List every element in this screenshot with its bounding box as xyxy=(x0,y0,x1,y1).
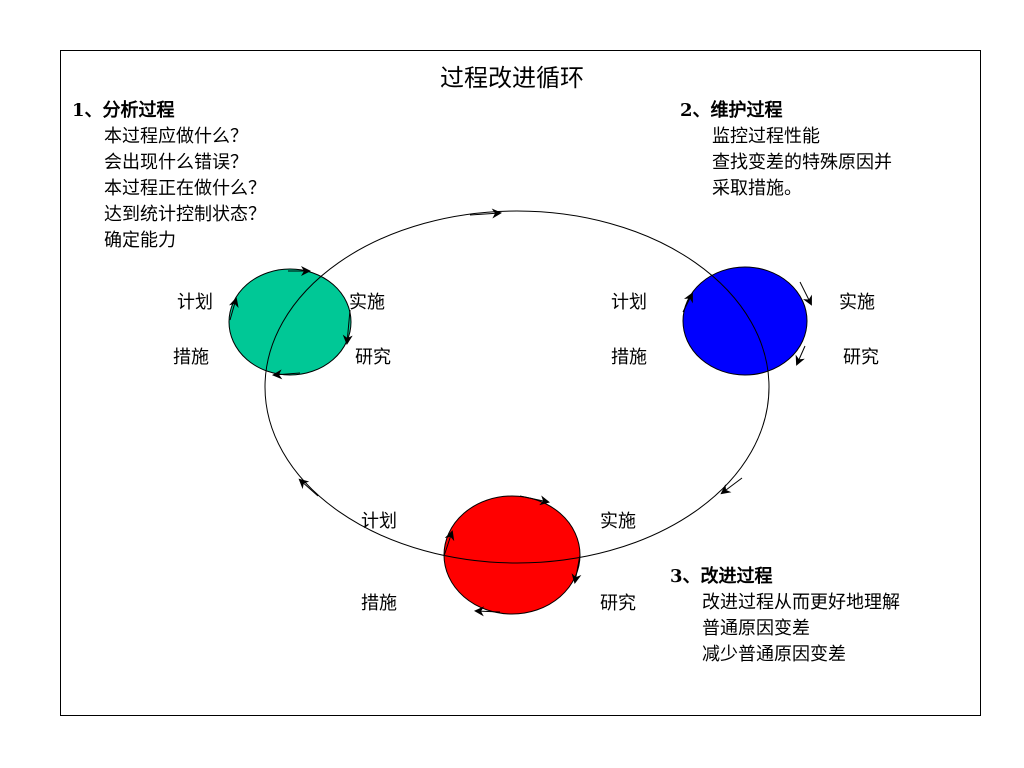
blue-cycle-arrow-left xyxy=(682,292,693,313)
section-line: 普通原因变差 xyxy=(702,618,810,639)
section-line: 减少普通原因变差 xyxy=(702,644,846,665)
red-cycle-arrow-right xyxy=(571,554,582,584)
section-line: 达到统计控制状态？ xyxy=(104,204,266,225)
section-maintain-process: 2、维护过程 监控过程性能 查找变差的特殊原因并 采取措施。 xyxy=(680,98,892,202)
green-cycle-arrow-right xyxy=(342,309,353,345)
green-cycle-plan-label: 计划 xyxy=(177,292,213,313)
section-line: 监控过程性能 xyxy=(712,126,820,147)
section-heading: 2、维护过程 xyxy=(680,100,783,121)
main-cycle-arrow-right xyxy=(720,477,743,495)
red-cycle-arrow-top xyxy=(519,495,550,506)
green-cycle-do-label: 实施 xyxy=(349,292,385,313)
main-cycle-ellipse xyxy=(264,210,770,564)
section-improve-process: 3、改进过程 改进过程从而更好地理解 普通原因变差 减少普通原因变差 xyxy=(670,564,900,668)
blue-cycle-arrow-right-top xyxy=(799,281,812,306)
blue-cycle-arrow-right-bottom xyxy=(795,345,806,366)
section-line: 本过程正在做什么？ xyxy=(104,178,266,199)
diagram-frame xyxy=(60,50,981,716)
blue-cycle-do-label: 实施 xyxy=(839,292,875,313)
section-line: 本过程应做什么？ xyxy=(104,126,248,147)
section-heading: 3、改进过程 xyxy=(670,566,773,587)
section-line: 采取措施。 xyxy=(712,178,802,199)
section-analyze-process: 1、分析过程 本过程应做什么？ 会出现什么错误？ 本过程正在做什么？ 达到统计控… xyxy=(72,98,266,254)
red-cycle-act-label: 措施 xyxy=(361,593,397,614)
red-cycle-do-label: 实施 xyxy=(600,511,636,532)
red-cycle-study-label: 研究 xyxy=(600,593,636,614)
blue-cycle-plan-label: 计划 xyxy=(611,292,647,313)
red-cycle-arrow-left xyxy=(443,530,455,557)
section-line: 查找变差的特殊原因并 xyxy=(712,152,892,173)
red-cycle-arrow-bottom xyxy=(474,606,501,617)
section-line: 改进过程从而更好地理解 xyxy=(702,592,900,613)
section-line: 会出现什么错误？ xyxy=(104,152,248,173)
cycle-ellipse-improve xyxy=(443,495,581,615)
main-cycle-arrow-left xyxy=(298,478,319,497)
green-cycle-arrow-bottom xyxy=(272,369,301,380)
blue-cycle-act-label: 措施 xyxy=(611,347,647,368)
green-cycle-arrow-left xyxy=(228,297,239,321)
diagram-title: 过程改进循环 xyxy=(440,64,584,92)
section-heading: 1、分析过程 xyxy=(72,100,175,121)
cycle-ellipse-maintain xyxy=(682,266,808,376)
section-line: 确定能力 xyxy=(104,230,176,251)
blue-cycle-study-label: 研究 xyxy=(843,347,879,368)
cycle-ellipse-analyze xyxy=(228,268,352,376)
green-cycle-act-label: 措施 xyxy=(173,347,209,368)
red-cycle-plan-label: 计划 xyxy=(361,511,397,532)
main-cycle-arrow-top xyxy=(469,208,502,219)
green-cycle-study-label: 研究 xyxy=(355,347,391,368)
